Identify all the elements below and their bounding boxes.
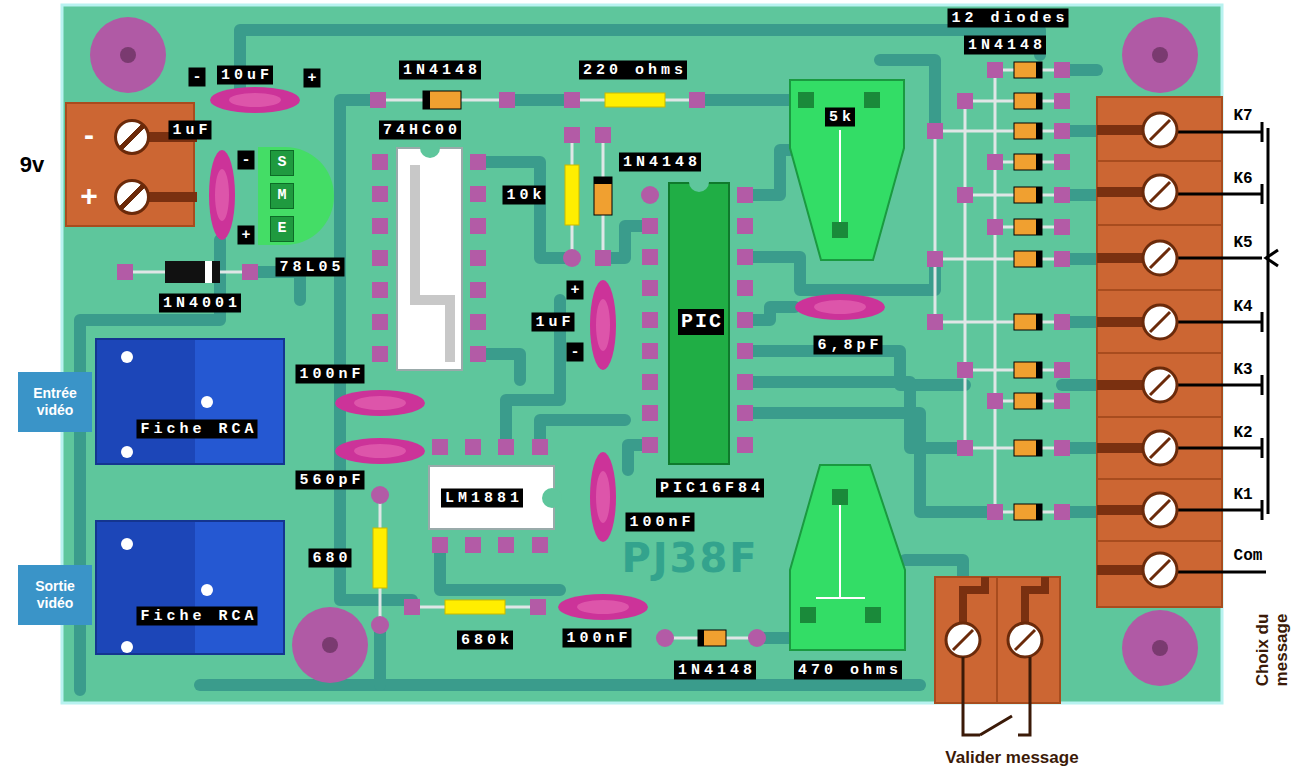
switch-caption: Valider message (945, 748, 1078, 767)
part-value: 1N4148 (619, 153, 701, 172)
contact-name: K7 (1233, 107, 1252, 125)
capacitors (209, 87, 885, 620)
connector-label: Fiche RCA (136, 607, 257, 626)
lm1881-chip: LM1881 (428, 465, 555, 530)
part-value: PIC16F84 (656, 479, 764, 498)
pin-letter: E (270, 216, 294, 242)
polarity-sign: + (80, 180, 98, 212)
contact-name: Com (1234, 547, 1263, 565)
video-in-tag: Entrée vidéo (18, 372, 92, 432)
pin-letter: M (270, 183, 294, 209)
chip-notch (542, 488, 562, 508)
trimmer-outline (788, 78, 906, 263)
screw-head (114, 179, 150, 215)
part-value: 680k (457, 631, 513, 650)
connector-pin (121, 641, 133, 653)
board-watermark: PJ38F (621, 536, 758, 580)
connector-pin (121, 538, 133, 550)
polarity-sign: + (303, 69, 320, 88)
contact-name: K1 (1233, 486, 1252, 504)
chip-label: PIC (678, 309, 724, 335)
chip-notch (689, 172, 709, 192)
io-label: Entrée vidéo (20, 385, 90, 419)
connector-pin (121, 351, 133, 363)
polarity-sign: - (188, 68, 205, 87)
part-value: 1N4148 (964, 36, 1046, 55)
contact-name: K2 (1233, 424, 1252, 442)
part-value: 100nF (562, 629, 631, 648)
connector-pin (201, 584, 213, 596)
part-value: 100nF (625, 513, 694, 532)
diodes (165, 62, 1042, 646)
connector-label: Fiche RCA (136, 420, 257, 439)
pic-chip: PIC (668, 182, 730, 465)
supply-voltage: 9v (20, 152, 44, 178)
part-value: 1N4001 (159, 294, 241, 313)
pin-letter: S (270, 150, 294, 176)
rca-connector: Fiche RCA (95, 338, 285, 465)
contact-name: K6 (1233, 170, 1252, 188)
rca-connector: Fiche RCA (95, 520, 285, 655)
ic-74hc00 (397, 138, 462, 370)
part-value: 1N4148 (674, 661, 756, 680)
part-value: 100nF (295, 365, 364, 384)
part-note: 12 diodes (947, 9, 1068, 28)
part-value: 78L05 (275, 258, 344, 277)
part-value: 6,8pF (813, 336, 882, 355)
contact-name: K5 (1233, 234, 1252, 252)
group-caption: Choix du message (1253, 585, 1291, 715)
part-value: 1N4148 (399, 61, 481, 80)
connector-pin (121, 446, 133, 458)
polarity-sign: - (237, 151, 254, 170)
part-value: 1uF (531, 313, 574, 332)
validate-terminal (935, 577, 1060, 735)
part-value: 470 ohms (794, 661, 902, 680)
io-label: Sortie vidéo (20, 578, 90, 612)
video-out-tag: Sortie vidéo (18, 565, 92, 625)
screw-terminal (1097, 97, 1278, 607)
connector-pin (201, 396, 213, 408)
polarity-sign: + (237, 226, 254, 245)
polarity-sign: - (84, 119, 94, 151)
part-value: 220 ohms (579, 61, 687, 80)
contact-name: K4 (1233, 298, 1252, 316)
screw-head (114, 119, 150, 155)
part-value: 74HC00 (379, 121, 461, 140)
value-label: 5k (825, 108, 855, 127)
trimmer-pot: 5k (788, 78, 906, 263)
polarity-sign: - (566, 343, 583, 362)
part-value: 560pF (295, 471, 364, 490)
part-value: 1uF (168, 121, 211, 140)
part-value: 680 (308, 549, 351, 568)
trimmer-pot (790, 465, 905, 650)
hole-centers (120, 47, 1168, 656)
board (62, 5, 1222, 703)
chip-label: LM1881 (441, 489, 523, 508)
contact-name: K3 (1233, 361, 1252, 379)
part-value: 10k (502, 186, 545, 205)
part-value: 10uF (217, 66, 273, 85)
polarity-sign: + (566, 281, 583, 300)
